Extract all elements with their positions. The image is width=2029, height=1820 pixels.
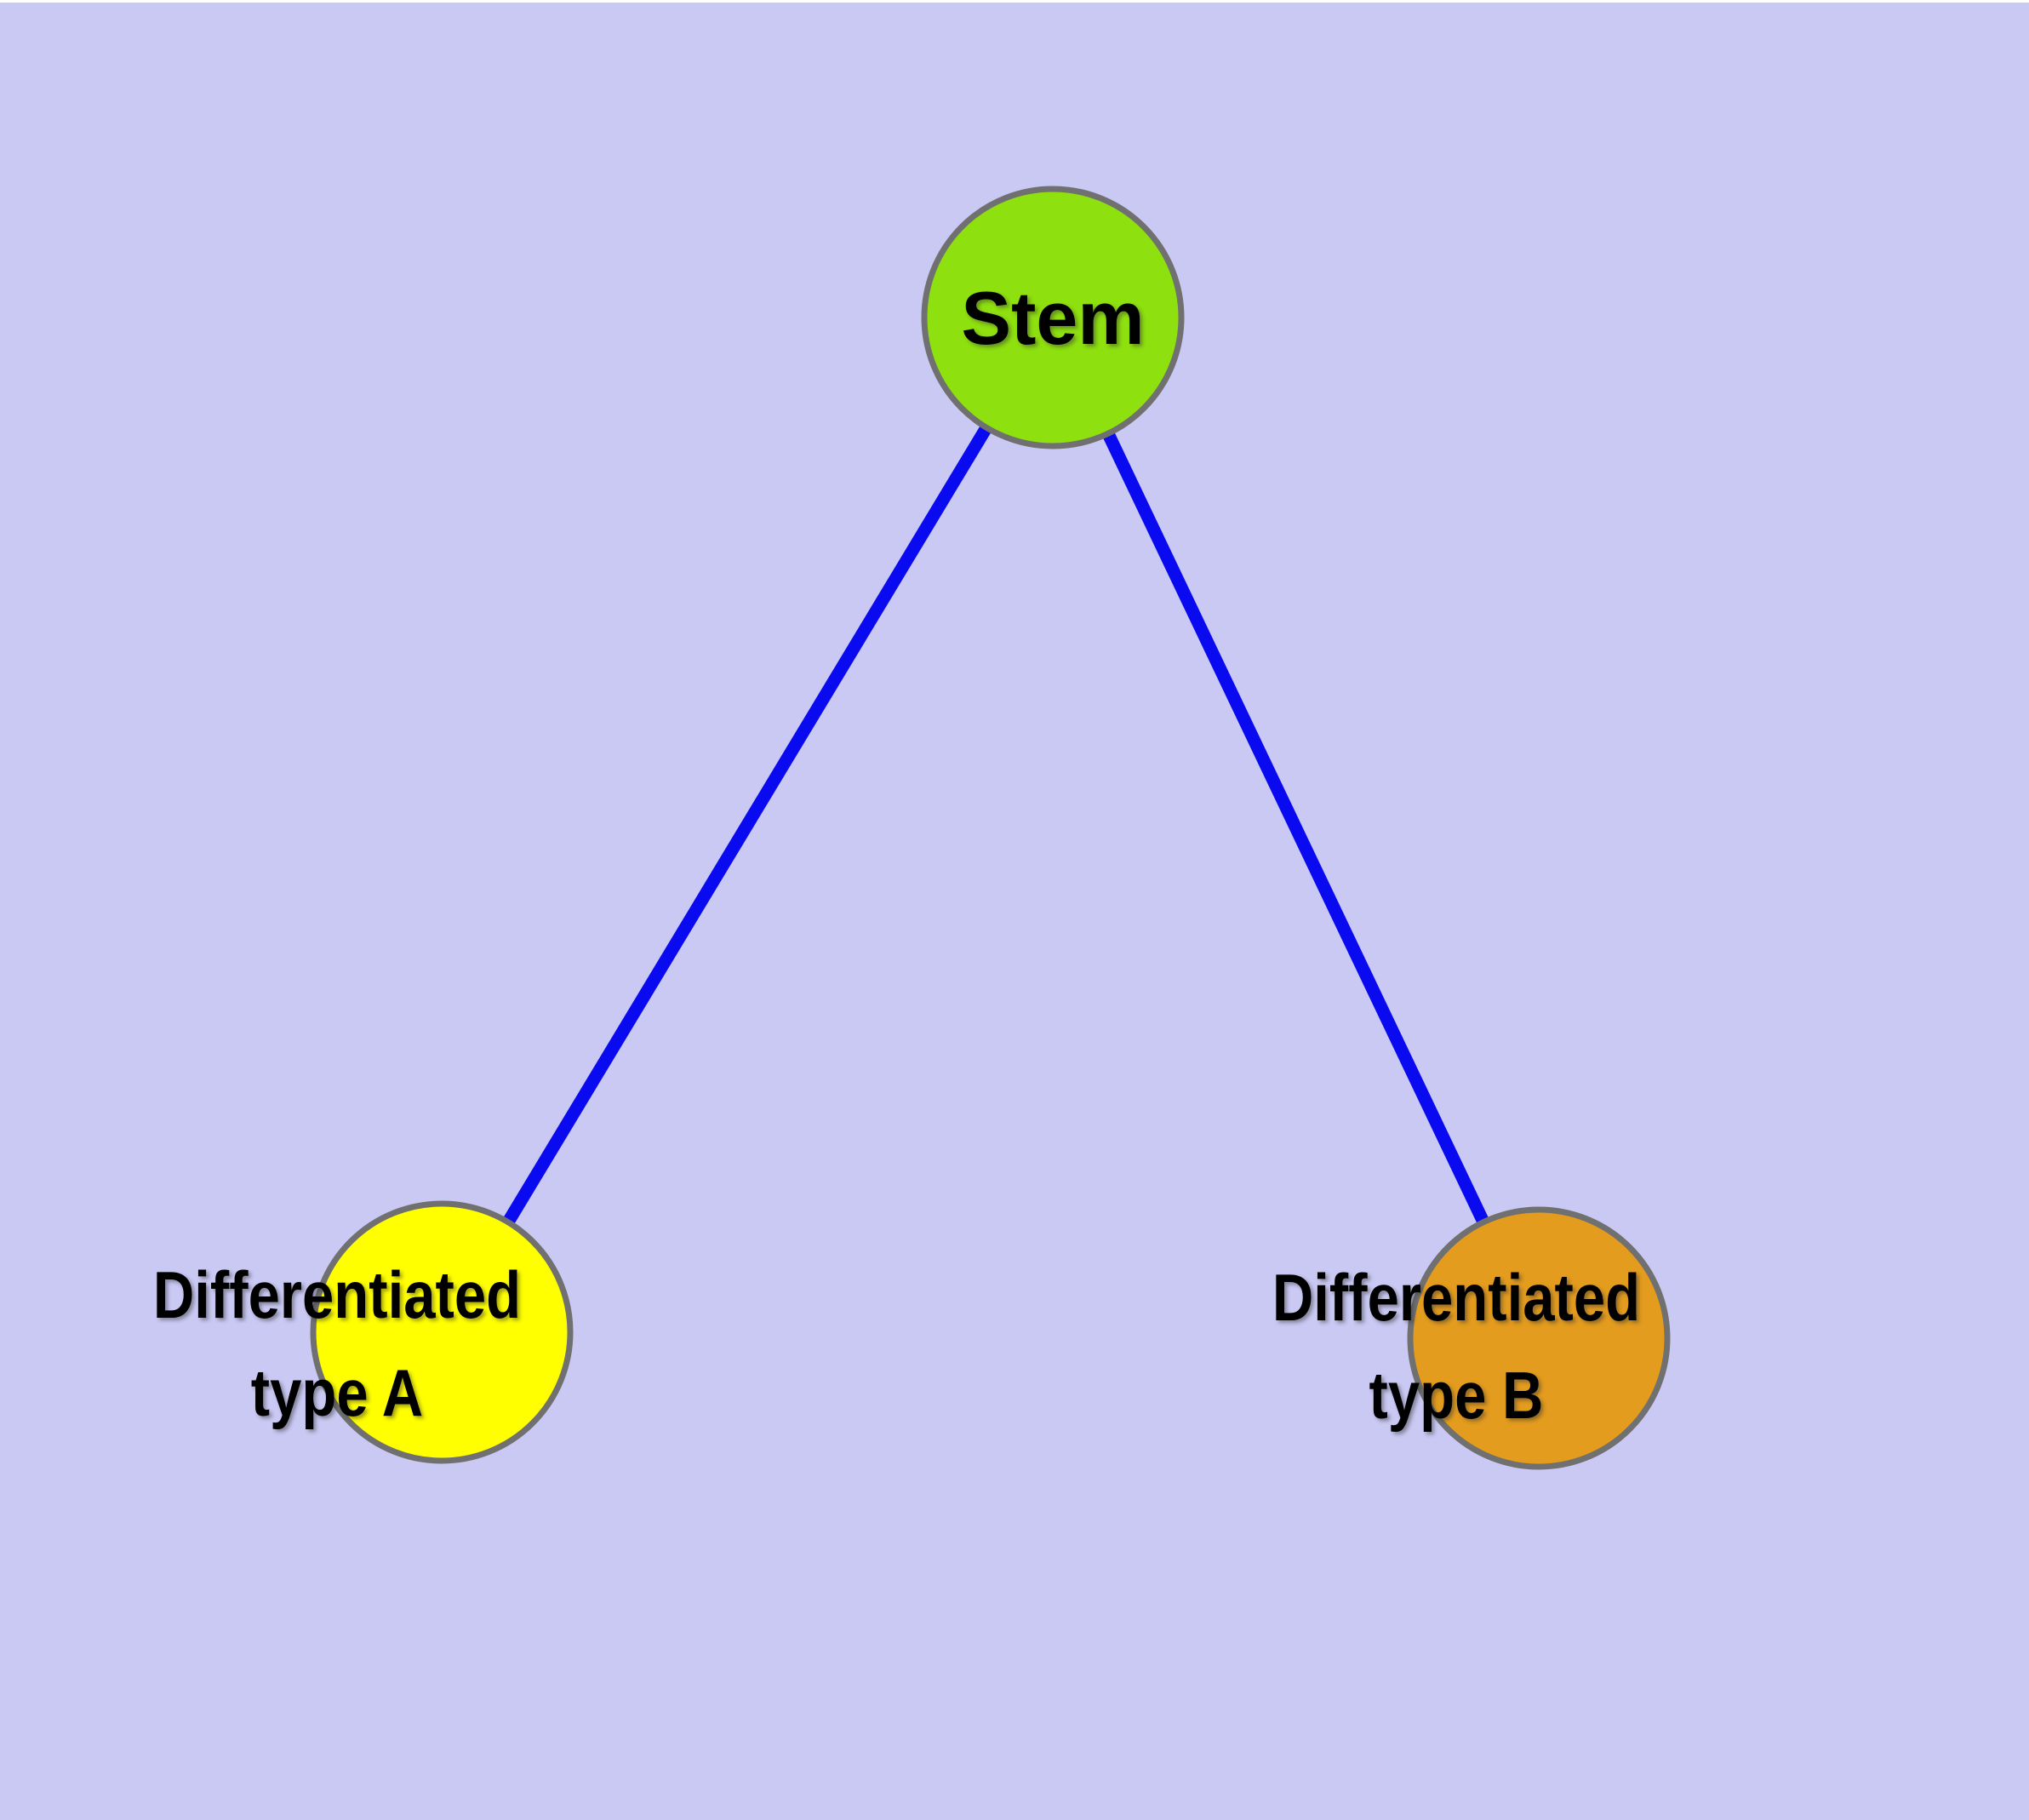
label-stem: Stem <box>961 276 1144 360</box>
node-differentiated-type-a <box>310 1200 574 1464</box>
edges-layer <box>436 314 1545 1342</box>
label-type-b-line1: Differentiated <box>1272 1261 1640 1335</box>
top-border-strip <box>0 0 2029 3</box>
nodes-layer <box>310 186 1671 1470</box>
node-stem <box>921 186 1185 449</box>
label-type-b-line2: type B <box>1369 1359 1544 1433</box>
node-differentiated-type-b <box>1407 1206 1671 1470</box>
edge-stem-to-type-b <box>1047 314 1545 1342</box>
labels-layer: Stem Differentiated type A Differentiate… <box>153 276 1640 1433</box>
label-type-a-line2: type A <box>251 1356 423 1430</box>
label-type-a-line1: Differentiated <box>153 1258 521 1332</box>
edge-stem-to-type-a <box>436 314 1059 1336</box>
